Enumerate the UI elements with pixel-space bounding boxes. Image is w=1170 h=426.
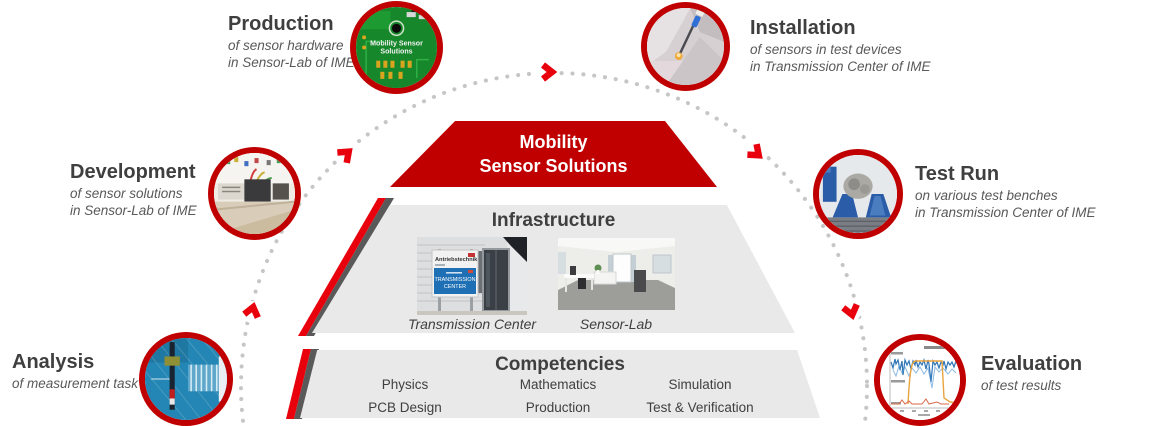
development-photo-circle: [208, 147, 301, 240]
test-run-photo-circle: [813, 149, 903, 239]
arrow-production-to-installation-icon: [541, 62, 558, 82]
test-results-chart: [880, 340, 960, 420]
competency-test-verification: Test & Verification: [646, 400, 754, 415]
cad-measurement-drawing: [145, 338, 227, 420]
test-run-sub2: in Transmission Center of IME: [915, 205, 1096, 220]
competency-mathematics: Mathematics: [519, 377, 597, 392]
development-label-block: Development of sensor solutions in Senso…: [70, 160, 197, 219]
banner-line1: Mobility: [519, 132, 588, 152]
infrastructure-panel: Infrastructure: [312, 205, 795, 333]
analysis-sub1: of measurement task: [12, 376, 139, 391]
transmission-center-photo: Antriebstechnik TRANSMISSION CENTER: [417, 237, 527, 315]
production-label-block: Production of sensor hardware in Sensor-…: [228, 12, 355, 71]
development-sub2: in Sensor-Lab of IME: [70, 203, 197, 218]
analysis-title: Analysis: [12, 351, 95, 373]
installation-sub1: of sensors in test devices: [750, 42, 902, 57]
pcb-label-line1: Mobility Sensor: [370, 39, 423, 47]
sign-line1-text: TRANSMISSION: [434, 277, 475, 283]
test-run-sub1: on various test benches: [915, 188, 1058, 203]
analysis-photo-circle: [139, 332, 233, 426]
infrastructure-gray-stripe: [306, 198, 394, 336]
sensor-lab-photo: [558, 238, 675, 310]
competencies-red-stripe: [286, 349, 311, 419]
evaluation-photo-circle: [874, 334, 966, 426]
development-sub1: of sensor solutions: [70, 186, 183, 201]
infrastructure-red-stripe: [298, 198, 386, 336]
test-bench-photo: [819, 155, 897, 233]
banner-line2: Sensor Solutions: [479, 156, 628, 176]
competency-production: Production: [525, 400, 591, 415]
arrow-analysis-to-development-icon: [242, 302, 261, 319]
installation-photo-circle: [641, 2, 730, 91]
test-run-label-block: Test Run on various test benches in Tran…: [915, 162, 1096, 221]
installation-sub2: in Transmission Center of IME: [750, 59, 931, 74]
competencies-title: Competencies: [495, 354, 625, 375]
production-photo-circle: Mobility Sensor Solutions: [350, 1, 443, 94]
competency-pcb-design: PCB Design: [368, 400, 442, 415]
sensor-lab-bench-photo: [214, 153, 295, 234]
sensor-lab-caption: Sensor-Lab: [579, 316, 653, 332]
banner-mobility-sensor-solutions: Mobility Sensor Solutions: [390, 121, 717, 187]
competency-simulation: Simulation: [668, 377, 732, 392]
installation-label-block: Installation of sensors in test devices …: [750, 16, 931, 75]
pcb-photo: Mobility Sensor Solutions: [356, 7, 437, 88]
arrow-development-to-production-icon: [337, 148, 353, 164]
competency-physics: Physics: [381, 377, 429, 392]
evaluation-title: Evaluation: [981, 353, 1083, 375]
sensor-in-test-device-photo: [647, 8, 724, 85]
evaluation-label-block: Evaluation of test results: [981, 352, 1082, 394]
sign-header-text: Antriebstechnik: [435, 257, 478, 263]
installation-title: Installation: [750, 17, 856, 39]
competencies-gray-stripe: [294, 349, 319, 419]
analysis-label-block: Analysis of measurement task: [12, 350, 138, 392]
transmission-center-caption: Transmission Center: [407, 316, 537, 332]
sign-line2-text: CENTER: [444, 284, 466, 290]
arrow-installation-to-testrun-icon: [747, 143, 763, 159]
production-title: Production: [228, 13, 334, 35]
development-title: Development: [70, 161, 196, 183]
production-sub2: in Sensor-Lab of IME: [228, 55, 355, 70]
infrastructure-title: Infrastructure: [491, 210, 616, 231]
sign-logo-mark: [468, 253, 475, 257]
arrow-testrun-to-evaluation-icon: [841, 303, 860, 320]
competencies-panel: Competencies Physics Mathematics Simulat…: [300, 350, 820, 418]
production-sub1: of sensor hardware: [228, 38, 344, 53]
process-cycle-dotted-arc: [239, 71, 869, 426]
test-run-title: Test Run: [915, 163, 1000, 185]
evaluation-sub1: of test results: [981, 378, 1062, 393]
pcb-label-line2: Solutions: [380, 48, 412, 56]
